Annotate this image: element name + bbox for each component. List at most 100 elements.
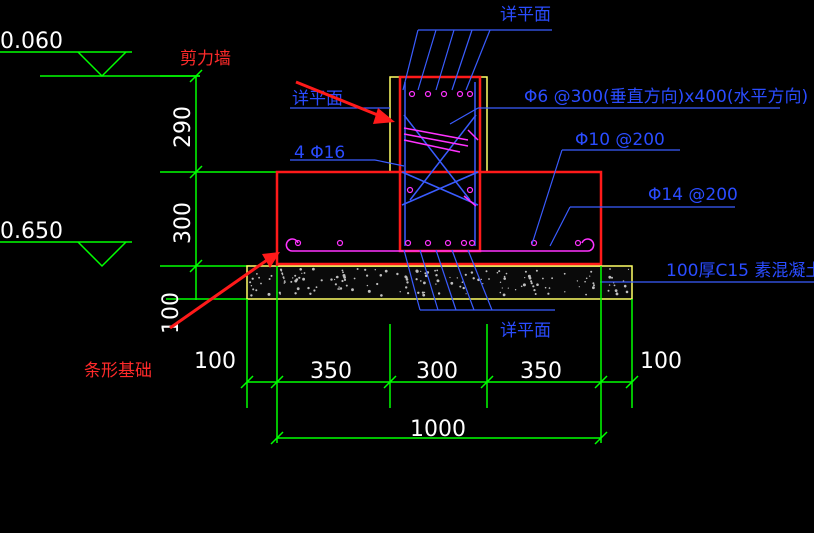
blinding-speck	[301, 272, 303, 274]
blinding-speck	[593, 284, 595, 287]
blinding-speck	[532, 285, 535, 288]
blinding-speck	[450, 281, 454, 285]
blinding-speck	[260, 282, 262, 285]
rebar-section-dot	[456, 90, 464, 98]
blinding-speck	[320, 279, 323, 282]
blinding-speck	[309, 292, 312, 295]
dim-290: 290	[171, 106, 196, 148]
blinding-speck	[255, 289, 258, 292]
blinding-speck	[576, 280, 579, 282]
blinding-speck	[376, 282, 379, 286]
dim-right-100: 100	[640, 349, 682, 374]
rebar-section-dot	[468, 239, 476, 247]
blinding-speck	[522, 283, 526, 287]
blinding-speck	[507, 287, 509, 289]
blinding-speck	[281, 272, 284, 275]
blinding-speck	[520, 285, 523, 288]
blinding-speck	[315, 286, 318, 289]
footing-bottom-bars	[285, 238, 595, 252]
blinding-speck	[436, 269, 439, 272]
blinding-speck	[294, 274, 297, 277]
rebar-section-dot	[336, 239, 344, 247]
blinding-speck	[339, 287, 343, 290]
elevation-marker-bottom: 0.650	[0, 219, 132, 268]
rebar-section-dot	[424, 239, 432, 247]
blinding-speck	[503, 275, 506, 278]
blinding-speck	[480, 278, 482, 281]
blinding-speck	[625, 290, 629, 294]
blinding-speck	[616, 292, 618, 294]
blinding-speck	[415, 269, 419, 273]
rebar-section-dot	[406, 186, 414, 194]
blinding-speck	[417, 291, 420, 294]
elevation-top-label: 0.060	[0, 29, 63, 54]
blinding-speck	[499, 281, 502, 283]
blinding-speck	[334, 283, 337, 286]
blinding-speck	[464, 273, 467, 276]
rebar-section-dot	[294, 239, 302, 247]
blinding-speck	[524, 277, 526, 279]
blinding-speck	[564, 291, 566, 293]
shear-wall-callout: 剪力墙	[180, 49, 231, 69]
blinding-speck	[459, 285, 462, 288]
blinding-speck	[470, 271, 474, 274]
blinding-speck	[351, 288, 354, 292]
blinding-speck	[420, 280, 422, 282]
blinding-speck	[611, 276, 613, 279]
blinding-speck	[563, 272, 566, 275]
blinding-speck	[384, 269, 388, 273]
blinding-speck	[250, 285, 253, 287]
strip-foundation-arrow	[169, 252, 280, 330]
blinding-speck	[449, 276, 451, 279]
rebar-section-dot	[466, 186, 474, 194]
rebar-section-dot	[444, 239, 452, 247]
blinding-speck	[424, 274, 428, 278]
blinding-speck	[343, 276, 346, 279]
blinding-speck	[589, 275, 591, 277]
rebar-section-dot	[466, 90, 474, 98]
blinding-speck	[294, 292, 297, 295]
blinding-speck	[345, 284, 348, 287]
blinding-speck	[330, 278, 333, 281]
blinding-speck	[607, 289, 610, 292]
blinding-speck	[307, 286, 310, 290]
elevation-marker-top: 0.060	[0, 29, 200, 78]
dim-300-vertical: 300	[171, 202, 196, 244]
blinding-speck	[524, 270, 527, 273]
dim-300-center: 300	[416, 359, 458, 384]
blinding-speck	[270, 274, 273, 277]
blinding-speck	[283, 277, 285, 280]
rebar-section-dot	[440, 90, 448, 98]
magenta-rebars	[403, 127, 479, 207]
blinding-speck	[542, 277, 544, 280]
blinding-speck	[407, 292, 410, 295]
blinding-speck	[282, 276, 285, 279]
shear-wall-arrow	[295, 80, 395, 124]
blinding-speck	[420, 270, 422, 272]
blinding-speck	[424, 272, 427, 275]
blinding-speck	[461, 281, 464, 284]
blinding-speck	[341, 269, 344, 272]
wall-bars-label: 4 Φ16	[294, 143, 345, 163]
blinding-speck	[499, 291, 502, 294]
blinding-speck	[364, 268, 367, 271]
rebar-section-dot	[424, 90, 432, 98]
blinding-speck	[302, 277, 305, 281]
blinding-speck	[267, 292, 271, 296]
blinding-speck	[405, 278, 409, 281]
dim-left-100: 100	[194, 349, 236, 374]
blinding-speck	[437, 292, 441, 295]
blinding-speck	[624, 286, 627, 288]
blinding-speck	[343, 278, 347, 281]
blinding-speck	[298, 276, 301, 279]
blinding-speck	[283, 280, 286, 282]
blinding-texture	[249, 267, 630, 297]
blinding-speck	[279, 293, 282, 295]
blinding-speck	[423, 291, 426, 294]
blinding-speck	[380, 294, 383, 297]
blinding-speck	[613, 284, 616, 287]
blinding-speck	[292, 277, 294, 279]
blinding-speck	[548, 287, 551, 289]
blinding-speck	[256, 273, 258, 275]
